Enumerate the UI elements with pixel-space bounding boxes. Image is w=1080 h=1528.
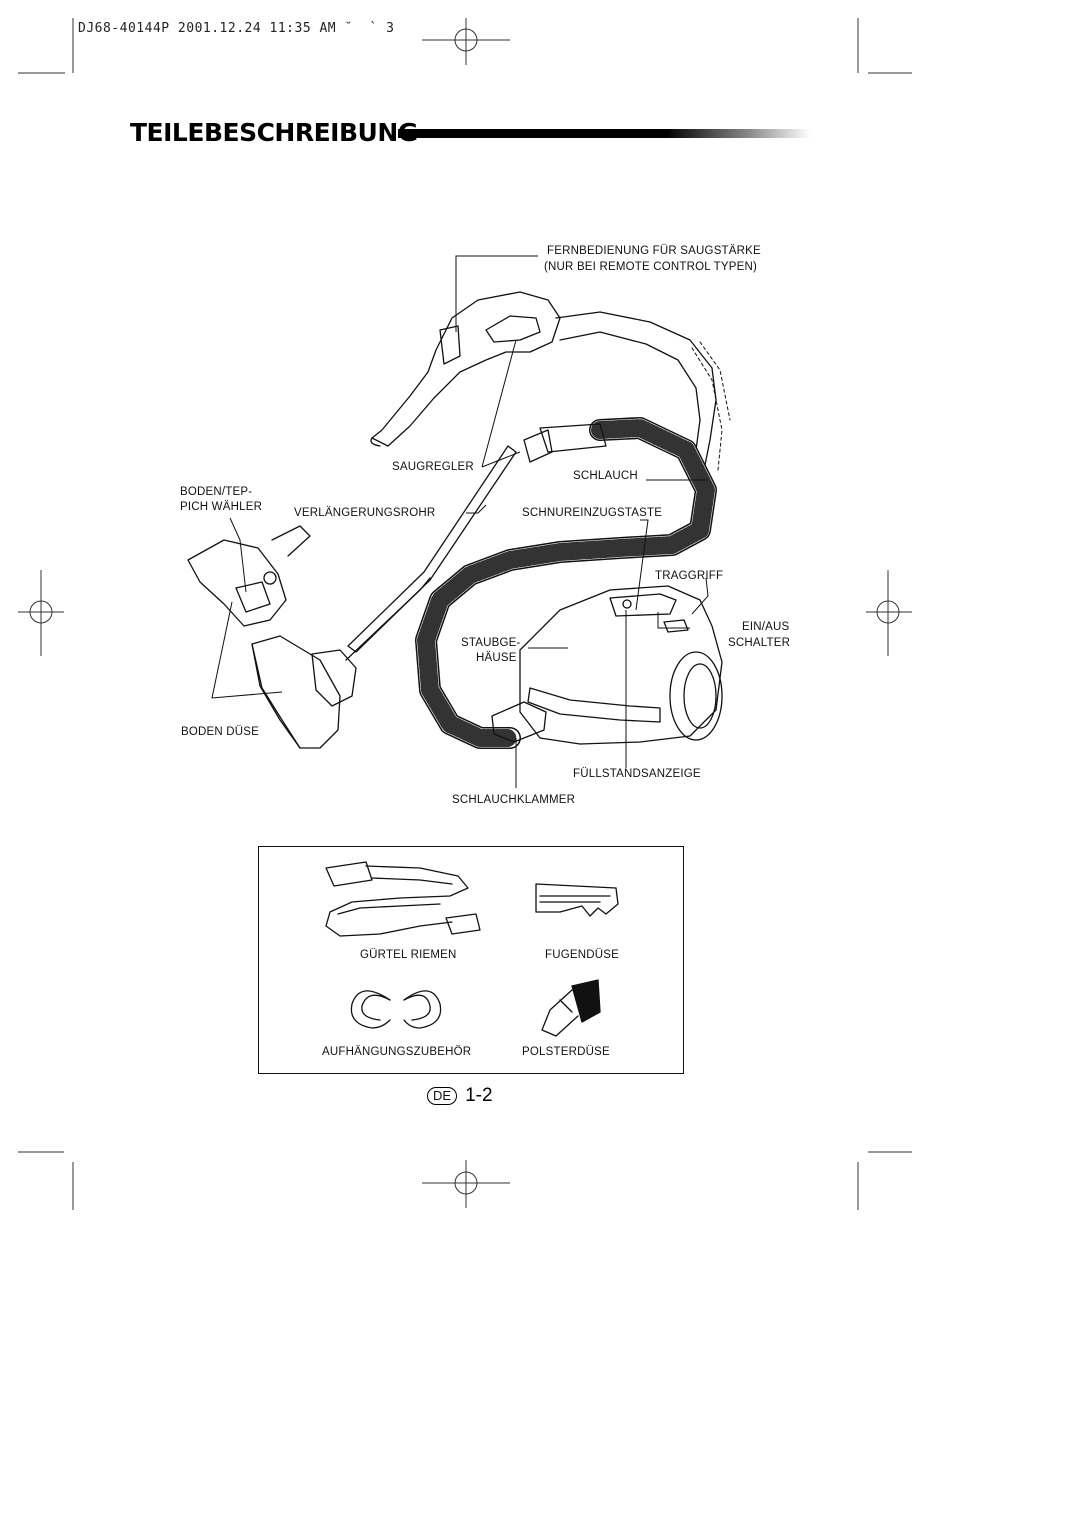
label-boden-tep-1: BODEN/TEP- xyxy=(180,486,253,498)
dusting-brush-drawing xyxy=(541,979,601,1037)
label-guertel-riemen: GÜRTEL RIEMEN xyxy=(360,949,457,961)
title-rule xyxy=(398,129,810,138)
label-boden-duese: BODEN DÜSE xyxy=(181,726,260,738)
label-staubge: STAUBGE- xyxy=(461,637,521,649)
accessories-box xyxy=(258,846,684,1074)
label-schlauchklammer: SCHLAUCHKLAMMER xyxy=(452,794,576,806)
label-saugregler: SAUGREGLER xyxy=(392,461,474,473)
label-fugenduese: FUGENDÜSE xyxy=(545,949,620,961)
label-remote: FERNBEDIENUNG FÜR SAUGSTÄRKE xyxy=(547,245,761,257)
page-title: TEILEBESCHREIBUNG xyxy=(130,118,418,147)
label-remote-note: (NUR BEI REMOTE CONTROL TYPEN) xyxy=(544,261,758,273)
belt-drawing xyxy=(325,861,481,937)
label-fuellstandsanzeige: FÜLLSTANDSANZEIGE xyxy=(573,768,701,780)
label-verlaengerungsrohr: VERLÄNGERUNGSROHR xyxy=(294,507,436,519)
crevice-tool-drawing xyxy=(535,883,619,917)
clips-drawing xyxy=(350,990,442,1029)
label-ein-aus: EIN/AUS xyxy=(742,621,790,633)
label-traggriff: TRAGGRIFF xyxy=(655,570,724,582)
language-badge: DE xyxy=(427,1087,458,1105)
label-schalter: SCHALTER xyxy=(728,637,791,649)
label-aufhaengungszubehoer: AUFHÄNGUNGSZUBEHÖR xyxy=(322,1046,472,1058)
label-polsterduese: POLSTERDÜSE xyxy=(522,1046,610,1058)
print-stamp: DJ68-40144P 2001.12.24 11:35 AM ˘ ` 3 xyxy=(78,21,395,36)
page-number: 1-2 xyxy=(465,1085,493,1106)
label-schlauch: SCHLAUCH xyxy=(573,470,638,482)
page-number-group: DE 1-2 xyxy=(427,1085,493,1107)
label-boden-tep-2: PICH WÄHLER xyxy=(180,501,263,513)
label-schnureinzugstaste: SCHNUREINZUGSTASTE xyxy=(522,507,663,519)
label-haeuse: HÄUSE xyxy=(476,652,517,664)
